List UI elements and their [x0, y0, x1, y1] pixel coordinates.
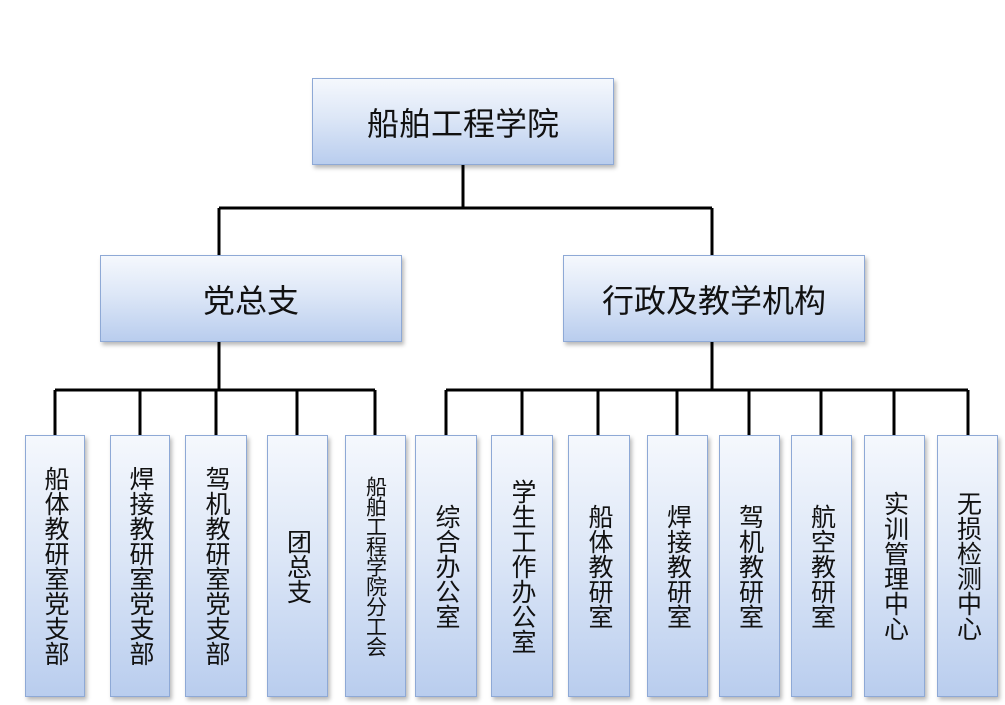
node-left-child: 团总支 [267, 435, 328, 697]
node-label: 无损检测中心 [953, 491, 983, 641]
node-party-general-branch: 党总支 [100, 255, 402, 342]
node-label: 焊接教研室 [663, 503, 693, 629]
node-label: 船体教研室党支部 [41, 466, 70, 666]
node-left-child: 焊接教研室党支部 [110, 435, 170, 697]
node-label: 航空教研室 [807, 503, 837, 629]
node-label: 学生工作办公室 [508, 478, 537, 654]
node-right-child: 学生工作办公室 [491, 435, 553, 697]
node-label: 团总支 [283, 528, 313, 604]
node-admin-teaching: 行政及教学机构 [563, 255, 865, 342]
node-party-general-branch-label: 党总支 [202, 281, 299, 320]
node-root: 船舶工程学院 [312, 78, 614, 165]
node-label: 驾机教研室 [735, 503, 765, 629]
node-admin-teaching-label: 行政及教学机构 [601, 281, 826, 320]
node-left-child: 船舶工程学院分工会 [345, 435, 406, 697]
node-label: 船舶工程学院分工会 [363, 476, 388, 656]
node-right-child: 焊接教研室 [647, 435, 708, 697]
node-right-child: 综合办公室 [415, 435, 477, 697]
node-right-child: 船体教研室 [568, 435, 630, 697]
node-right-child: 驾机教研室 [719, 435, 780, 697]
node-label: 驾机教研室党支部 [202, 466, 231, 666]
node-label: 综合办公室 [432, 503, 461, 629]
node-left-child: 船体教研室党支部 [25, 435, 85, 697]
node-right-child: 无损检测中心 [937, 435, 998, 697]
node-right-child: 实训管理中心 [864, 435, 925, 697]
node-label: 实训管理中心 [880, 491, 910, 641]
node-right-child: 航空教研室 [791, 435, 852, 697]
node-root-label: 船舶工程学院 [366, 104, 559, 143]
node-left-child: 驾机教研室党支部 [185, 435, 247, 697]
node-label: 焊接教研室党支部 [126, 466, 155, 666]
node-label: 船体教研室 [585, 503, 614, 629]
